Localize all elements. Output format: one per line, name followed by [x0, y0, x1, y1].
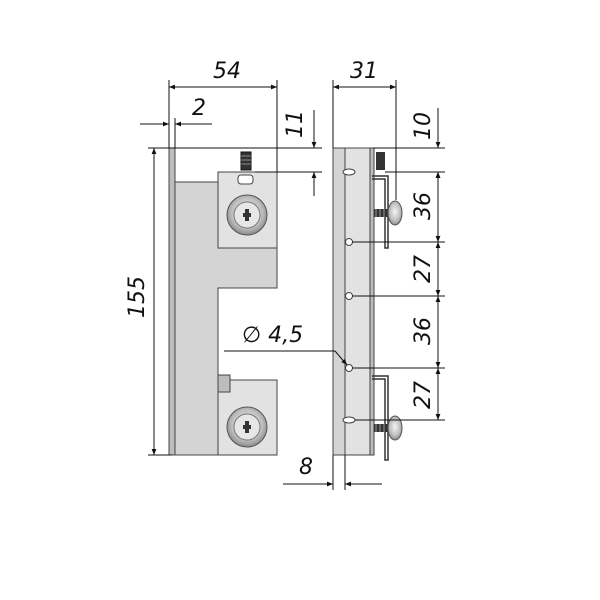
bolt-icon [374, 200, 403, 226]
side-dimensions: 31 10 36 27 36 27 ∅ 4,5 8 [224, 59, 445, 490]
dim-height-total: 155 [125, 276, 150, 318]
side-view [332, 147, 403, 461]
side-plate [332, 147, 346, 456]
front-flange [168, 147, 176, 456]
dim-depth-total: 31 [350, 59, 378, 84]
bolt-icon [374, 415, 403, 441]
dim-top-spacing: 10 [411, 112, 436, 140]
set-screw-icon [240, 151, 252, 171]
dim-spacing-3: 36 [411, 317, 436, 345]
phillips-screw-icon [226, 406, 268, 448]
dim-bottom-width: 8 [299, 455, 313, 480]
front-dimensions: 54 2 11 155 [125, 59, 322, 456]
dim-top-offset: 11 [283, 110, 308, 138]
phillips-screw-icon [226, 194, 268, 236]
top-slot [237, 174, 254, 185]
dim-spacing-4: 27 [411, 381, 436, 409]
mount-slot [342, 416, 356, 424]
top-clamp-hook [372, 175, 389, 249]
dim-spacing-2: 27 [411, 255, 436, 283]
mount-hole [345, 292, 353, 300]
mount-slot [342, 168, 356, 176]
side-body [344, 147, 374, 456]
mount-hole [345, 364, 353, 372]
dim-hole-diameter: ∅ 4,5 [242, 323, 303, 348]
front-view [168, 147, 278, 456]
dim-spacing-1: 36 [411, 192, 436, 220]
dim-width-total: 54 [213, 59, 241, 84]
mount-hole [345, 238, 353, 246]
dim-flange: 2 [192, 96, 206, 121]
front-notch [217, 374, 231, 393]
set-screw-icon [376, 152, 385, 170]
bottom-clamp-hook [372, 375, 389, 461]
